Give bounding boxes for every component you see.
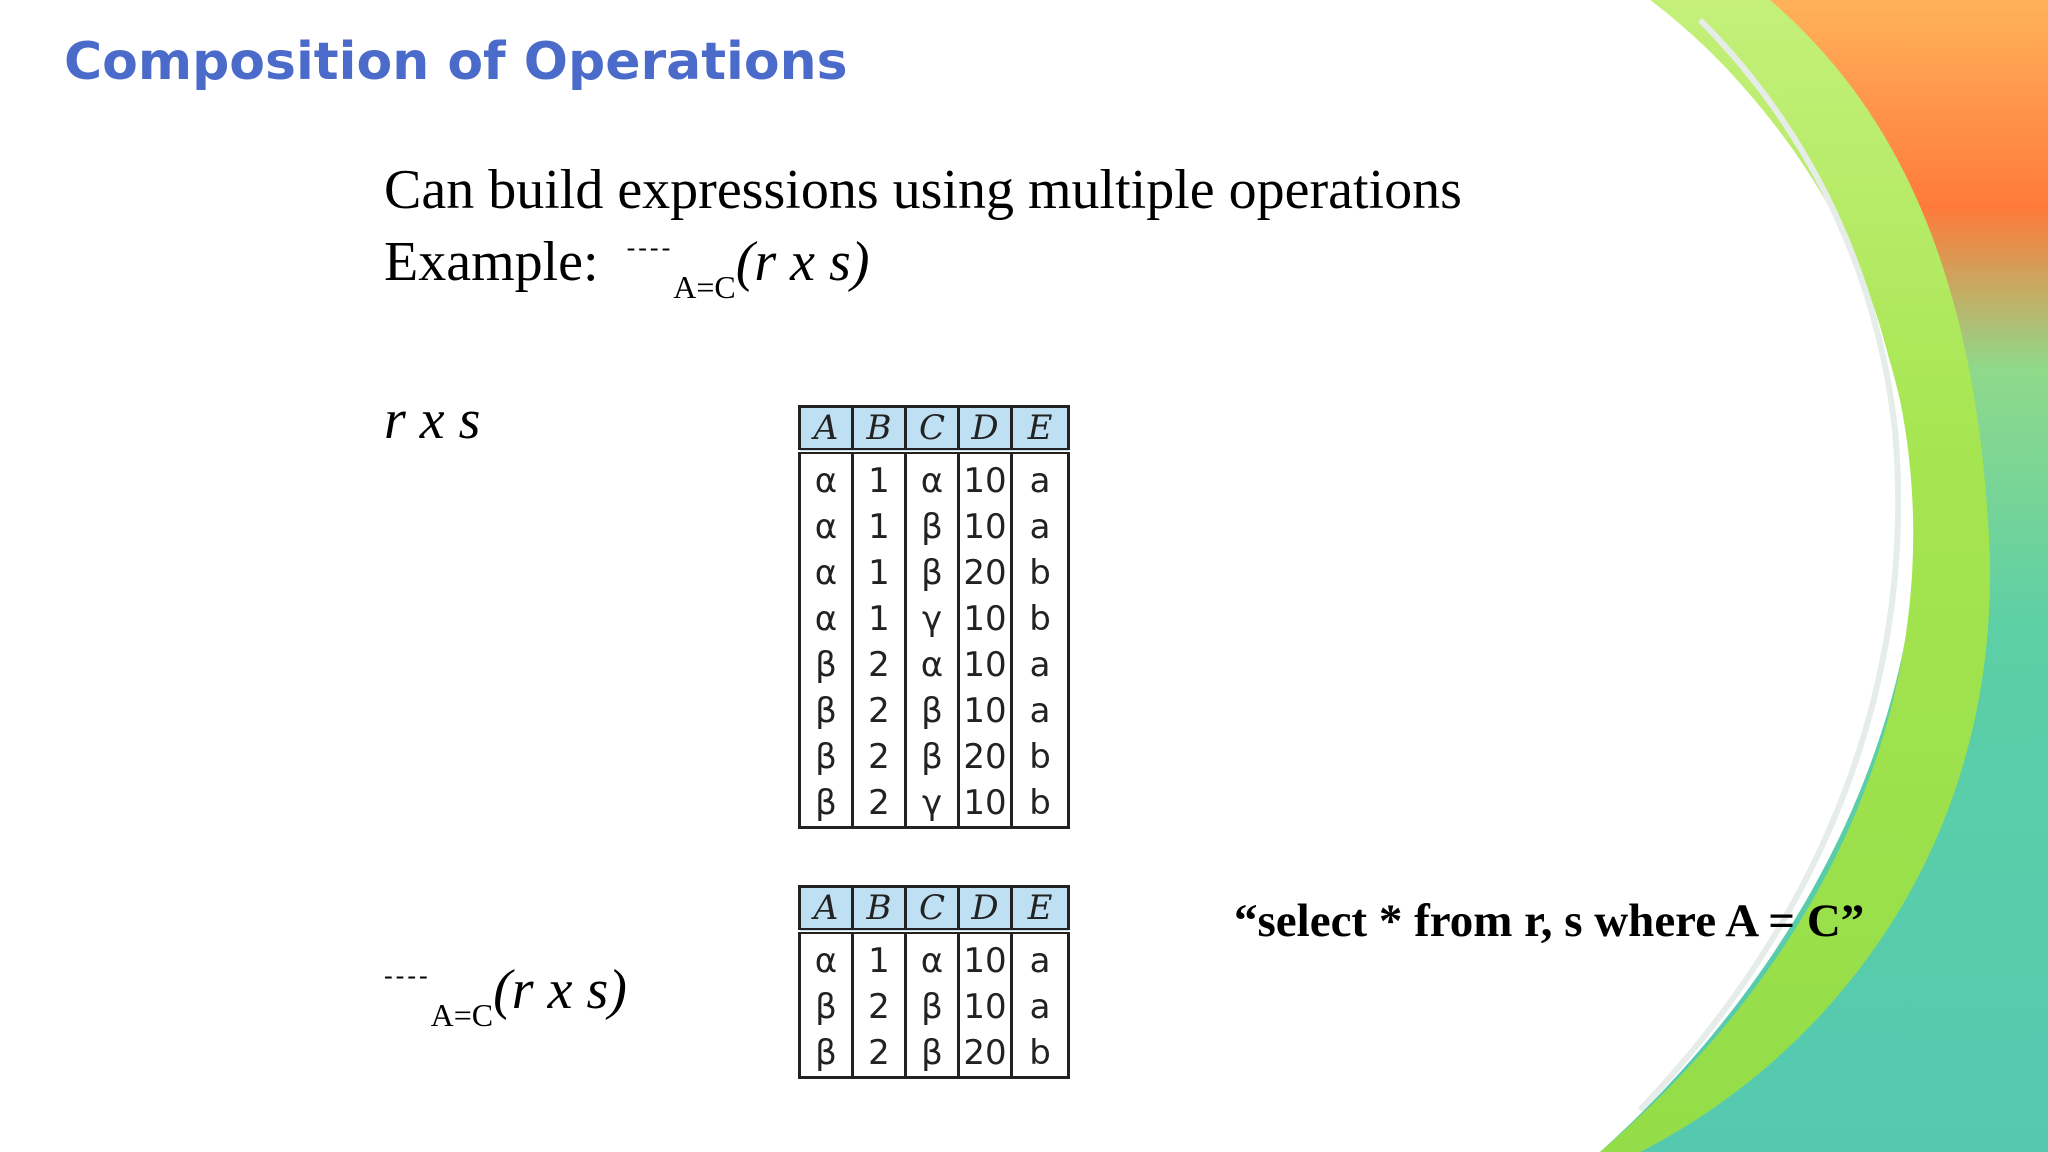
table-cell: α (798, 504, 854, 550)
table-cell: 10 (957, 984, 1013, 1030)
deco-inner-edge (1637, 17, 1902, 1113)
table-cell: 20 (957, 734, 1013, 780)
table-cell: 1 (851, 451, 907, 504)
selection-expression: ---- A=C(r x s) (384, 958, 627, 1034)
selection-condition-subscript: A=C (673, 269, 736, 305)
table-cell: β (904, 1030, 960, 1079)
table-cell: b (1010, 596, 1070, 642)
table-cell: b (1010, 734, 1070, 780)
table-cell: β (798, 1030, 854, 1079)
column-header: D (957, 405, 1013, 454)
table-cell: 2 (851, 780, 907, 829)
table-cell: α (904, 451, 960, 504)
table-cell: a (1010, 688, 1070, 734)
table-cell: γ (904, 780, 960, 829)
table-cell: β (798, 780, 854, 829)
table-header-row: A B C D E (798, 405, 1070, 454)
table-cell: 10 (957, 642, 1013, 688)
column-header: A (798, 405, 854, 454)
table-cell: α (798, 550, 854, 596)
table-cell: β (904, 984, 960, 1030)
column-header: E (1010, 885, 1070, 934)
table-cell: 1 (851, 550, 907, 596)
column-header: B (851, 405, 907, 454)
table-cell: b (1010, 550, 1070, 596)
table-cell: 2 (851, 734, 907, 780)
table-cell: α (904, 931, 960, 984)
table-cell: a (1010, 451, 1070, 504)
table-cell: b (1010, 1030, 1070, 1079)
intro-line: Can build expressions using multiple ope… (384, 159, 1462, 221)
column-header: D (957, 885, 1013, 934)
column-header: A (798, 885, 854, 934)
table-cell: 10 (957, 596, 1013, 642)
table-cell: 10 (957, 931, 1013, 984)
table-cell: 2 (851, 642, 907, 688)
table-cell: 10 (957, 451, 1013, 504)
table-header-row: A B C D E (798, 885, 1070, 934)
table-cell: β (798, 688, 854, 734)
table-cell: a (1010, 931, 1070, 984)
table-cell: 2 (851, 1030, 907, 1079)
table-cell: β (798, 984, 854, 1030)
slide-title: Composition of Operations (64, 32, 848, 92)
table-cell: 1 (851, 504, 907, 550)
table-cell: 10 (957, 688, 1013, 734)
table-cell: 10 (957, 504, 1013, 550)
table-cell: a (1010, 642, 1070, 688)
table-cell: β (904, 734, 960, 780)
table-cell: α (798, 931, 854, 984)
product-label: r x s (384, 389, 481, 451)
table-cell: β (904, 688, 960, 734)
expression-argument: (r x s) (735, 231, 870, 293)
table-cell: γ (904, 596, 960, 642)
selection-condition-subscript: A=C (430, 997, 494, 1033)
table-cell: β (904, 550, 960, 596)
example-label: Example: (384, 231, 599, 293)
table-cell: b (1010, 780, 1070, 829)
column-header: E (1010, 405, 1070, 454)
table-cell: 1 (851, 931, 907, 984)
selection-operator-placeholder: ---- (384, 961, 431, 990)
table-cell: α (798, 596, 854, 642)
sql-equivalent-text: “select * from r, s where A = C” (1234, 895, 1865, 947)
table-cell: β (798, 642, 854, 688)
table-cell: α (798, 451, 854, 504)
expression-argument: (r x s) (493, 959, 627, 1021)
table-cell: α (904, 642, 960, 688)
table-cell: a (1010, 504, 1070, 550)
table-cell: 1 (851, 596, 907, 642)
table-cell: β (904, 504, 960, 550)
example-line: Example: ---- A=C(r x s) (384, 230, 869, 306)
selection-operator-placeholder: ---- (626, 233, 674, 262)
table-cell: β (798, 734, 854, 780)
column-header: B (851, 885, 907, 934)
table-cell: 2 (851, 688, 907, 734)
column-header: C (904, 885, 960, 934)
table-cell: a (1010, 984, 1070, 1030)
table-cell: 20 (957, 550, 1013, 596)
table-cell: 10 (957, 780, 1013, 829)
table-cell: 20 (957, 1030, 1013, 1079)
column-header: C (904, 405, 960, 454)
table-cell: 2 (851, 984, 907, 1030)
deco-green-band (1600, 0, 1991, 1152)
